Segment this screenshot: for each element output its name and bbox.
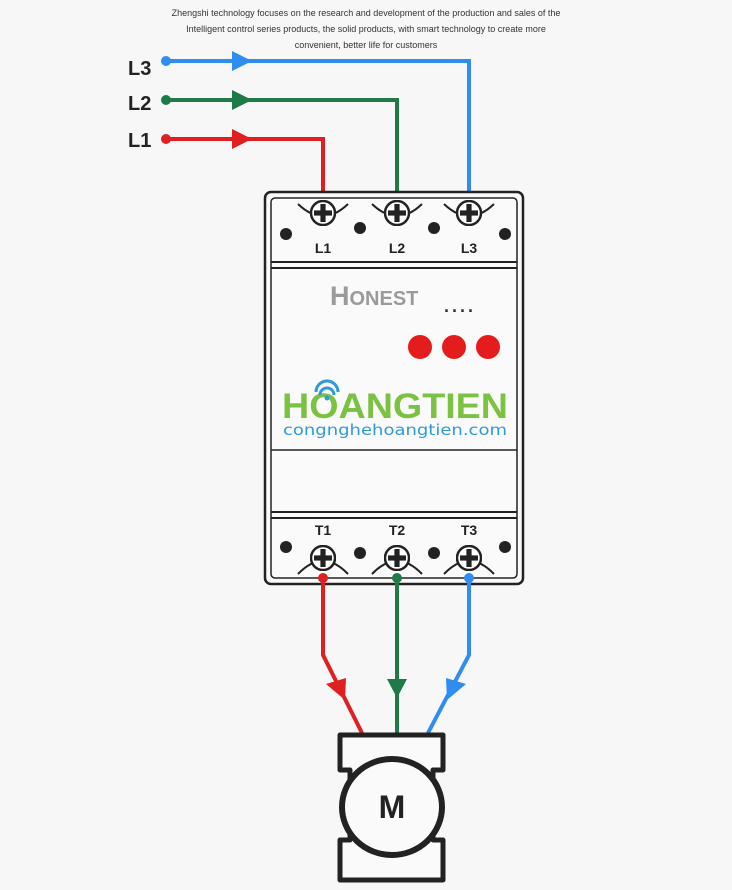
mounting-hole — [428, 222, 440, 234]
screw-terminal-icon[interactable] — [310, 200, 336, 226]
motor-label: M — [379, 789, 406, 825]
phase-line-l2: L2 — [128, 90, 402, 201]
brand-rest: ONEST — [350, 288, 419, 310]
indicator-led — [476, 335, 500, 359]
screw-terminal-icon[interactable] — [384, 200, 410, 226]
phase-line-l1: L1 — [128, 129, 328, 201]
output-wire-t1 — [318, 573, 364, 734]
mounting-hole — [354, 222, 366, 234]
screw-terminal-icon[interactable] — [456, 200, 482, 226]
wifi-icon — [314, 379, 340, 401]
tagline-line-2: Intelligent control series products, the… — [186, 24, 546, 34]
line-label-l1: L1 — [128, 130, 151, 152]
indicator-led — [442, 335, 466, 359]
motor-symbol: M — [337, 732, 446, 883]
solid-state-relay: L1 L2 L3 T1 T2 T3 HONEST .... — [263, 190, 525, 586]
screw-terminal-icon[interactable] — [456, 545, 482, 571]
arrow-down-icon — [326, 678, 346, 700]
terminal-label-l2: L2 — [389, 240, 406, 256]
mounting-hole — [280, 228, 292, 240]
arrow-right-icon — [232, 51, 252, 71]
tagline-line-1: Zhengshi technology focuses on the resea… — [171, 8, 561, 18]
mounting-hole — [354, 547, 366, 559]
screw-terminal-icon[interactable] — [310, 545, 336, 571]
indicator-led — [408, 335, 432, 359]
terminal-label-l1: L1 — [315, 240, 332, 256]
arrow-right-icon — [232, 129, 252, 149]
terminal-label-t1: T1 — [315, 522, 332, 538]
line-label-l2: L2 — [128, 93, 151, 115]
mounting-hole — [428, 547, 440, 559]
tagline: Zhengshi technology focuses on the resea… — [0, 5, 732, 53]
watermark-site: congnghehoangtien.com — [283, 421, 507, 439]
line-label-l3: L3 — [128, 58, 151, 80]
arrow-down-icon — [387, 679, 407, 698]
mounting-hole — [280, 541, 292, 553]
mounting-hole — [499, 228, 511, 240]
phase-line-l3: L3 — [128, 51, 474, 201]
arrow-right-icon — [232, 90, 252, 110]
terminal-label-t2: T2 — [389, 522, 406, 538]
tagline-line-3: convenient, better life for customers — [294, 40, 438, 50]
output-wire-t2 — [387, 573, 407, 733]
status-dots: .... — [444, 296, 476, 316]
mounting-hole — [499, 541, 511, 553]
brand-initial: H — [330, 281, 350, 311]
brand-logo: HONEST — [330, 281, 418, 311]
output-wire-t3 — [426, 573, 474, 734]
terminal-label-t3: T3 — [461, 522, 478, 538]
screw-terminal-icon[interactable] — [384, 545, 410, 571]
arrow-down-icon — [446, 678, 466, 700]
terminal-label-l3: L3 — [461, 240, 478, 256]
watermark: HOANGTIEN congnghehoangtien.com — [282, 379, 508, 439]
